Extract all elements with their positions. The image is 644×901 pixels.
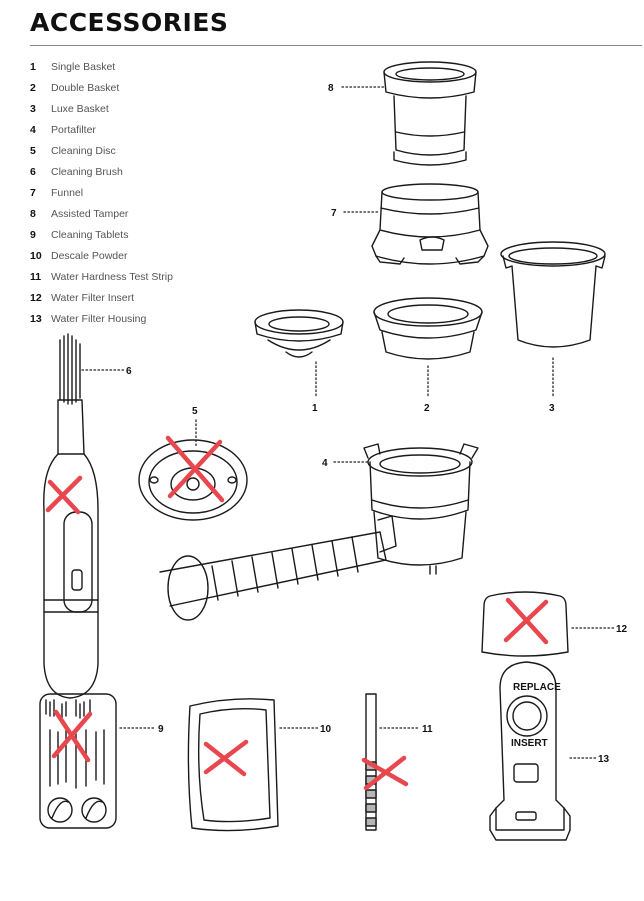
cleaning-brush-illustration xyxy=(43,333,99,699)
callout-7: 7 xyxy=(331,208,337,219)
double-basket-illustration xyxy=(373,297,483,360)
single-basket-illustration xyxy=(254,309,344,358)
callout-10: 10 xyxy=(320,724,332,735)
part-number: 5 xyxy=(30,145,36,157)
parts-list-item: 5 Cleaning Disc xyxy=(30,144,173,165)
callout-6: 6 xyxy=(126,366,132,377)
part-number: 13 xyxy=(30,313,42,325)
parts-list-item: 13 Water Filter Housing xyxy=(30,312,173,333)
callout-2: 2 xyxy=(424,403,430,414)
water-filter-housing-illustration: REPLACE INSERT xyxy=(489,661,571,841)
callout-numbers: 8 7 1 2 3 4 5 6 12 9 10 11 13 xyxy=(126,83,628,765)
page-title: ACCESSORIES xyxy=(30,8,229,37)
x-mark-icon xyxy=(503,597,549,645)
x-mark-icon xyxy=(51,709,93,763)
x-mark-icon xyxy=(45,475,83,515)
part-number: 11 xyxy=(30,271,42,283)
funnel-illustration xyxy=(371,183,489,265)
cleaning-tablets-illustration xyxy=(39,693,117,829)
part-number: 3 xyxy=(30,103,36,115)
parts-list-item: 2 Double Basket xyxy=(30,81,173,102)
cleaning-disc-illustration xyxy=(138,439,248,521)
part-name: Water Filter Insert xyxy=(51,292,135,304)
callout-4: 4 xyxy=(322,458,328,469)
callout-8: 8 xyxy=(328,83,334,94)
part-number: 4 xyxy=(30,124,36,136)
parts-list-item: 6 Cleaning Brush xyxy=(30,165,173,186)
parts-list-item: 1 Single Basket xyxy=(30,60,173,81)
dial-replace-label: REPLACE xyxy=(513,682,561,693)
not-included-marks xyxy=(45,435,549,791)
part-number: 12 xyxy=(30,292,42,304)
parts-list: 1 Single Basket 2 Double Basket 3 Luxe Bask… xyxy=(30,60,173,333)
dial-insert-label: INSERT xyxy=(511,738,548,749)
parts-list-item: 10 Descale Powder xyxy=(30,249,173,270)
callout-5: 5 xyxy=(192,406,198,417)
part-name: Descale Powder xyxy=(51,250,128,262)
portafilter-illustration xyxy=(159,443,479,621)
part-number: 2 xyxy=(30,82,36,94)
callout-12: 12 xyxy=(616,624,628,635)
parts-list-item: 11 Water Hardness Test Strip xyxy=(30,270,173,291)
part-number: 7 xyxy=(30,187,36,199)
part-name: Cleaning Disc xyxy=(51,145,116,157)
part-name: Portafilter xyxy=(51,124,96,136)
descale-powder-sachet-illustration xyxy=(187,698,279,832)
part-name: Assisted Tamper xyxy=(51,208,129,220)
part-name: Cleaning Brush xyxy=(51,166,123,178)
part-number: 9 xyxy=(30,229,36,241)
part-name: Funnel xyxy=(51,187,84,199)
x-mark-icon xyxy=(165,435,225,503)
callout-13: 13 xyxy=(598,754,610,765)
parts-list-item: 4 Portafilter xyxy=(30,123,173,144)
part-number: 8 xyxy=(30,208,36,220)
callout-9: 9 xyxy=(158,724,164,735)
parts-list-item: 12 Water Filter Insert xyxy=(30,291,173,312)
callout-1: 1 xyxy=(312,403,318,414)
callout-11: 11 xyxy=(422,724,433,735)
x-mark-icon xyxy=(361,755,409,791)
luxe-basket-illustration xyxy=(500,241,606,348)
assisted-tamper-illustration xyxy=(383,61,477,166)
parts-list-item: 7 Funnel xyxy=(30,186,173,207)
x-mark-icon xyxy=(203,739,249,777)
callout-leaders xyxy=(81,86,615,759)
water-filter-insert-illustration xyxy=(481,591,569,657)
parts-list-item: 8 Assisted Tamper xyxy=(30,207,173,228)
part-name: Water Hardness Test Strip xyxy=(51,271,173,283)
title-divider xyxy=(30,45,642,46)
part-number: 6 xyxy=(30,166,36,178)
part-number: 10 xyxy=(30,250,42,262)
part-name: Single Basket xyxy=(51,61,116,73)
callout-3: 3 xyxy=(549,403,555,414)
part-name: Double Basket xyxy=(51,82,120,94)
part-number: 1 xyxy=(30,61,36,73)
part-name: Water Filter Housing xyxy=(51,313,147,325)
part-name: Luxe Basket xyxy=(51,103,109,115)
parts-list-item: 3 Luxe Basket xyxy=(30,102,173,123)
part-name: Cleaning Tablets xyxy=(51,229,129,241)
parts-list-item: 9 Cleaning Tablets xyxy=(30,228,173,249)
